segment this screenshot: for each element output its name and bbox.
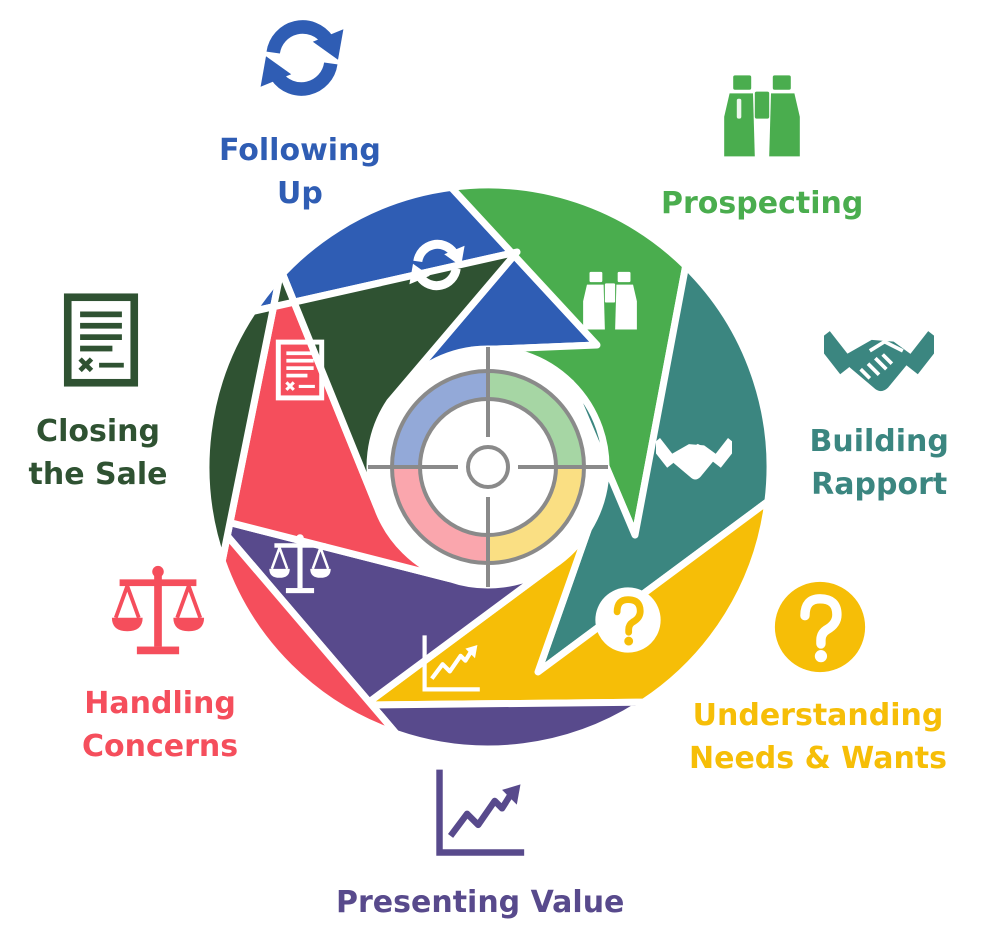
- label-line: Up: [277, 176, 323, 211]
- target-ring-quadrant: [392, 467, 488, 563]
- label-line: Concerns: [82, 729, 239, 764]
- label-line: Understanding: [692, 698, 944, 733]
- target-bullseye: [466, 445, 510, 489]
- handshake-icon: [824, 329, 934, 394]
- segment-understanding-needs: [361, 477, 772, 709]
- segment-handling-concerns: [208, 266, 454, 738]
- label-line: Rapport: [811, 467, 948, 502]
- growth-chart-icon: [440, 770, 525, 853]
- label-line: Closing: [36, 414, 160, 449]
- label-line: Handling: [84, 686, 236, 721]
- binoculars-icon: [724, 75, 800, 157]
- scales-icon: [110, 564, 206, 657]
- label-line: Needs & Wants: [689, 741, 948, 776]
- label-line: Following: [219, 133, 381, 168]
- refresh-icon: [261, 27, 344, 89]
- target-ring-quadrant: [392, 371, 488, 467]
- segment-question-icon: [595, 587, 660, 652]
- target-ring-quadrant: [488, 371, 584, 467]
- label-prospecting: Prospecting: [661, 182, 863, 225]
- label-closing-the-sale: Closing the Sale: [29, 410, 168, 496]
- question-icon: [775, 582, 865, 672]
- target-crosshair-icon: [368, 347, 608, 587]
- label-line: the Sale: [28, 457, 168, 492]
- segment-building-rapport: [534, 262, 774, 676]
- label-presenting-value: Presenting Value: [336, 881, 624, 924]
- label-line: Presenting Value: [336, 884, 625, 920]
- contract-icon: [68, 297, 135, 383]
- label-line: Prospecting: [661, 185, 864, 221]
- target-ring-quadrant: [488, 467, 584, 563]
- segment-closing-the-sale: [202, 248, 521, 565]
- label-line: Building: [809, 424, 949, 459]
